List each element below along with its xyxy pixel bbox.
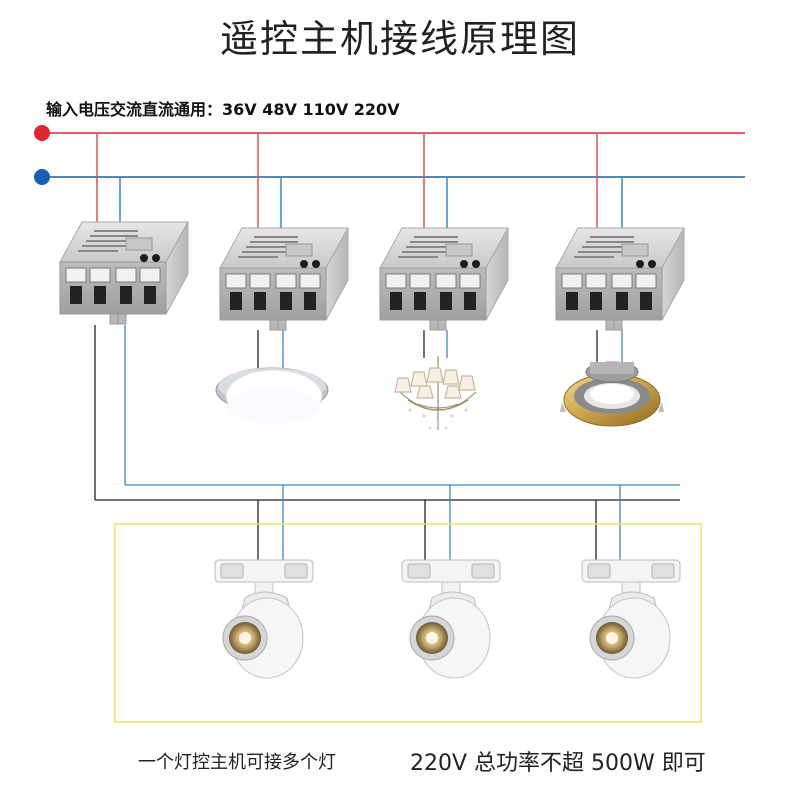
diagram-title: 遥控主机接线原理图 [219,17,580,61]
remote-controller-4 [555,227,685,331]
track-light-group-frame [114,523,702,723]
track-spotlight-2 [401,559,501,679]
neutral-terminal-icon [34,169,50,185]
remote-controller-1 [59,221,189,325]
track-spotlight-3 [581,559,681,679]
controller-output-wires [94,325,680,562]
chandelier-icon [394,356,477,430]
downlight-icon [560,361,664,427]
remote-controller-2 [219,227,349,331]
multi-light-caption: 一个灯控主机可接多个灯 [138,752,336,773]
ceiling-light-icon [215,367,329,424]
track-spotlight-1 [214,559,314,679]
power-limit-caption: 220V 总功率不超 500W 即可 [410,751,706,776]
remote-controller-3 [379,227,509,331]
live-terminal-icon [34,125,50,141]
input-voltage-label: 输入电压交流直流通用：36V 48V 110V 220V [46,100,400,119]
